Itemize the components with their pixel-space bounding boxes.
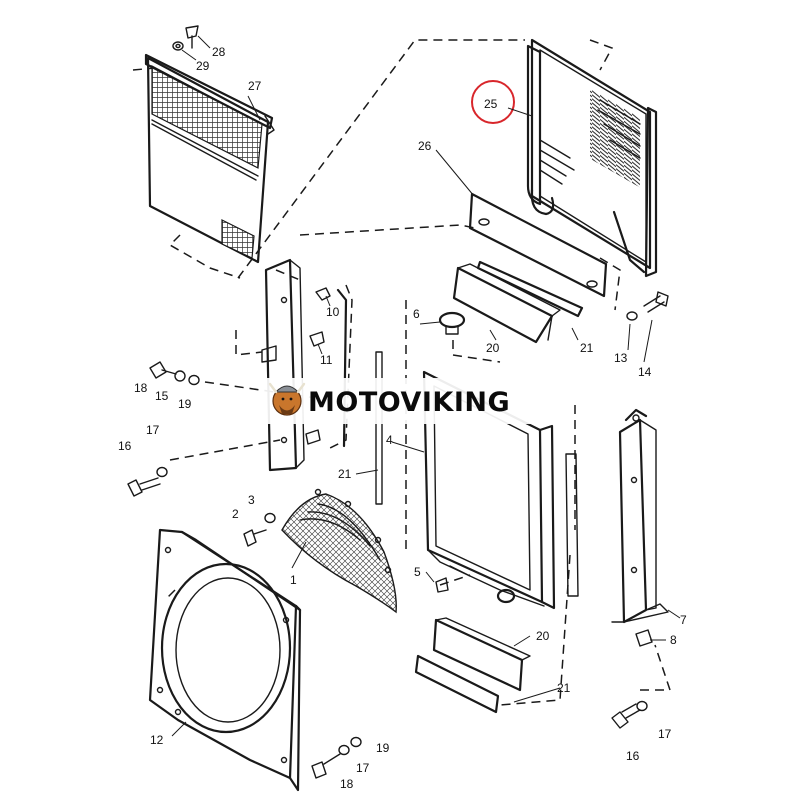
callout-5: 5 xyxy=(414,565,421,579)
parts-13-14-bolt xyxy=(626,291,669,321)
callout-18a: 18 xyxy=(134,381,148,395)
callout-4: 4 xyxy=(386,433,393,447)
callout-27: 27 xyxy=(248,79,262,93)
part-1-fan xyxy=(281,488,397,614)
callout-7: 7 xyxy=(680,613,687,627)
part-26-plate xyxy=(468,192,608,298)
part-21-right-strip xyxy=(565,453,579,597)
watermark-text: MOTOVIKING xyxy=(308,387,510,418)
callout-21b: 21 xyxy=(338,467,352,481)
callout-18b: 18 xyxy=(340,777,354,791)
callout-17a: 17 xyxy=(146,423,160,437)
callout-20a: 20 xyxy=(486,341,500,355)
parts-2-3-fan-bolt xyxy=(243,512,276,547)
leader-lines xyxy=(171,35,681,737)
callout-17c: 17 xyxy=(356,761,370,775)
part-21-mid-strip xyxy=(375,351,383,505)
callout-2: 2 xyxy=(232,507,239,521)
part-7-right-bracket xyxy=(611,408,669,624)
viking-logo-icon xyxy=(268,382,306,416)
callout-11: 11 xyxy=(320,353,333,367)
part-27-screen-panel xyxy=(144,53,275,264)
parts-20-21-upper-seals xyxy=(452,260,584,344)
left-support-bracket xyxy=(261,258,348,472)
callout-1: 1 xyxy=(290,573,297,587)
callout-25: 25 xyxy=(484,97,498,111)
callout-14: 14 xyxy=(638,365,652,379)
callout-19b: 19 xyxy=(376,741,390,755)
part-5-drain-bolt xyxy=(435,577,449,593)
callout-19a: 19 xyxy=(178,397,192,411)
callout-13: 13 xyxy=(614,351,628,365)
callout-15: 15 xyxy=(155,389,169,403)
callout-6: 6 xyxy=(413,307,420,321)
callout-10: 10 xyxy=(326,305,340,319)
callout-labels: 1 2 3 4 5 6 7 8 10 11 12 13 14 15 16 16 … xyxy=(118,45,687,791)
callout-12: 12 xyxy=(150,733,164,747)
parts-17-18-19-bottom-bolt-set xyxy=(311,736,362,779)
callout-21a: 21 xyxy=(580,341,594,355)
parts-20-21-lower-seals xyxy=(414,617,531,714)
part-8-nut xyxy=(635,629,653,647)
highlight-circle xyxy=(471,80,515,124)
part-6-cap xyxy=(438,311,466,335)
part-25-radiator-core xyxy=(526,38,658,278)
callout-8: 8 xyxy=(670,633,677,647)
callout-28: 28 xyxy=(212,45,226,59)
callout-26: 26 xyxy=(418,139,432,153)
part-12-fan-shroud xyxy=(148,528,302,792)
parts-16-17-bolt-set xyxy=(127,466,168,497)
callout-16b: 16 xyxy=(626,749,640,763)
callout-21c: 21 xyxy=(557,681,571,695)
callout-20b: 20 xyxy=(536,629,550,643)
watermark: MOTOVIKING xyxy=(262,378,536,424)
callout-17b: 17 xyxy=(658,727,672,741)
parts-28-29-wing-bolt xyxy=(172,25,199,51)
parts-16-17-right-bolt-set xyxy=(611,700,648,729)
parts-15-18-19-bolt-set xyxy=(149,361,200,386)
callout-16a: 16 xyxy=(118,439,132,453)
callout-3: 3 xyxy=(248,493,255,507)
callout-29: 29 xyxy=(196,59,210,73)
